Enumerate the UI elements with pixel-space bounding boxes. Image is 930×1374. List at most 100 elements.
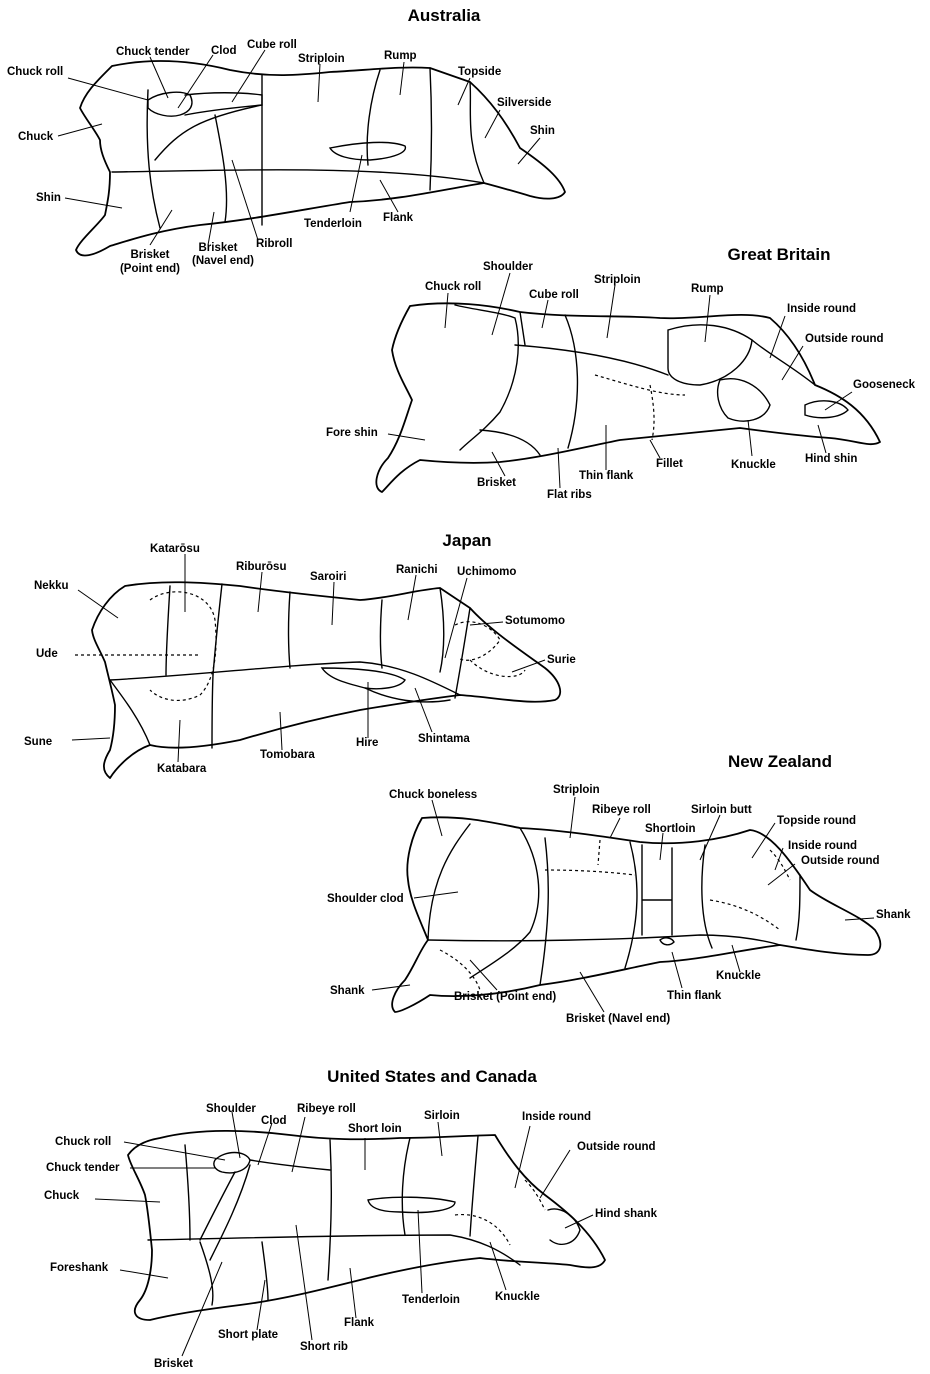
australia-label-chuck-tender: Chuck tender <box>116 46 190 58</box>
japan-label-nekku: Nekku <box>34 580 69 592</box>
australia-label-chuck-roll: Chuck roll <box>7 66 63 78</box>
great-britain-label-hind-shin: Hind shin <box>805 453 857 465</box>
japan-label-sune: Sune <box>24 736 52 748</box>
us-canada-seam <box>214 1153 250 1173</box>
great-britain-label-thin-flank: Thin flank <box>579 470 634 482</box>
japan-label-sotumomo: Sotumomo <box>505 615 565 627</box>
japan-carcass-outline <box>92 582 560 778</box>
australia-seam <box>148 92 192 116</box>
us-canada-dashed-seam <box>455 1215 510 1245</box>
japan-seam <box>110 680 150 745</box>
japan-seam <box>381 600 383 668</box>
japan-label-tomobara: Tomobara <box>260 749 315 761</box>
great-britain-label-fillet: Fillet <box>656 458 683 470</box>
us-canada-label-shoulder: Shoulder <box>206 1103 256 1115</box>
new-zealand-title: New Zealand <box>728 752 832 771</box>
us-canada-label-chuck-tender: Chuck tender <box>46 1162 120 1174</box>
great-britain-dashed-seam <box>595 375 685 440</box>
us-canada-label-short-loin: Short loin <box>348 1123 402 1135</box>
australia-section: Australia C <box>7 6 565 275</box>
new-zealand-dashed-seam <box>598 840 600 865</box>
great-britain-label-gooseneck: Gooseneck <box>853 379 916 391</box>
great-britain-seam <box>480 430 540 455</box>
australia-label-shin-fore: Shin <box>36 192 61 204</box>
us-canada-label-tenderloin: Tenderloin <box>402 1294 460 1306</box>
us-canada-seam <box>328 1140 331 1280</box>
new-zealand-label-outside-round: Outside round <box>801 855 880 867</box>
great-britain-label-inside-round: Inside round <box>787 303 856 315</box>
japan-label-uchimomo: Uchimomo <box>457 566 516 578</box>
japan-label-hire: Hire <box>356 737 378 749</box>
new-zealand-label-sirloin-butt: Sirloin butt <box>691 804 752 816</box>
japan-seam <box>289 592 291 668</box>
australia-label-brisket-navel-sub: (Navel end) <box>192 255 254 267</box>
new-zealand-label-thin-flank: Thin flank <box>667 990 722 1002</box>
great-britain-label-chuck-roll: Chuck roll <box>425 281 481 293</box>
us-canada-label-ribeye-roll: Ribeye roll <box>297 1103 356 1115</box>
japan-label-katarosu: Katarōsu <box>150 543 200 555</box>
great-britain-seam <box>520 312 525 345</box>
australia-seam <box>367 70 380 165</box>
great-britain-label-fore-shin: Fore shin <box>326 427 378 439</box>
us-canada-seam <box>185 1145 190 1240</box>
us-canada-label-clod: Clod <box>261 1115 287 1127</box>
new-zealand-seam <box>702 845 712 948</box>
us-canada-seam <box>250 1160 330 1170</box>
japan-section: Japan Katarō <box>24 531 576 778</box>
new-zealand-label-shank-hind: Shank <box>876 909 911 921</box>
australia-label-shin: Shin <box>530 125 555 137</box>
great-britain-title: Great Britain <box>728 245 831 264</box>
australia-label-brisket-point-sub: (Point end) <box>120 263 180 275</box>
great-britain-label-rump: Rump <box>691 283 724 295</box>
us-canada-label-sirloin: Sirloin <box>424 1110 460 1122</box>
great-britain-label-brisket: Brisket <box>477 477 516 489</box>
australia-label-ribroll: Ribroll <box>256 238 292 250</box>
new-zealand-seam <box>470 828 539 978</box>
us-canada-seam <box>548 1209 580 1244</box>
australia-label-striploin: Striploin <box>298 53 345 65</box>
new-zealand-seam <box>625 842 637 968</box>
new-zealand-seam <box>796 875 800 940</box>
great-britain-label-shoulder: Shoulder <box>483 261 533 273</box>
new-zealand-label-brisket-point: Brisket (Point end) <box>454 991 556 1003</box>
new-zealand-label-striploin: Striploin <box>553 784 600 796</box>
australia-label-tenderloin: Tenderloin <box>304 218 362 230</box>
us-canada-seam <box>368 1197 455 1212</box>
us-canada-section: United States and Canada <box>44 1067 658 1370</box>
us-canada-label-short-plate: Short plate <box>218 1329 278 1341</box>
japan-seam <box>212 675 213 748</box>
australia-label-cube-roll: Cube roll <box>247 39 297 51</box>
japan-label-riburosu: Riburōsu <box>236 561 286 573</box>
japan-dashed-seam <box>150 592 216 701</box>
new-zealand-label-ribeye-roll: Ribeye roll <box>592 804 651 816</box>
new-zealand-dashed-seam <box>710 900 780 930</box>
new-zealand-seam <box>540 838 548 985</box>
new-zealand-label-chuck-boneless: Chuck boneless <box>389 789 477 801</box>
new-zealand-label-shoulder-clod: Shoulder clod <box>327 893 404 905</box>
australia-label-rump: Rump <box>384 50 417 62</box>
australia-seam <box>430 68 432 190</box>
great-britain-label-outside-round: Outside round <box>805 333 884 345</box>
australia-seam <box>112 170 484 183</box>
new-zealand-seam <box>660 938 674 945</box>
new-zealand-label-brisket-navel: Brisket (Navel end) <box>566 1013 670 1025</box>
australia-seam <box>470 82 484 183</box>
japan-label-saroiri: Saroiri <box>310 571 346 583</box>
australia-label-brisket-navel: Brisket <box>199 242 238 254</box>
us-canada-seam <box>200 1242 213 1305</box>
great-britain-seam <box>515 345 668 375</box>
us-canada-label-brisket: Brisket <box>154 1358 193 1370</box>
us-canada-seam <box>402 1138 410 1235</box>
australia-seam <box>155 105 262 160</box>
us-canada-label-chuck: Chuck <box>44 1190 80 1202</box>
australia-label-chuck: Chuck <box>18 131 54 143</box>
japan-title: Japan <box>442 531 491 550</box>
new-zealand-dashed-seam <box>545 870 635 875</box>
new-zealand-label-topside-round: Topside round <box>777 815 856 827</box>
great-britain-seam <box>668 325 752 385</box>
japan-seam <box>365 688 450 702</box>
australia-label-clod: Clod <box>211 45 237 57</box>
japan-label-surie: Surie <box>547 654 576 666</box>
us-canada-title: United States and Canada <box>327 1067 537 1086</box>
